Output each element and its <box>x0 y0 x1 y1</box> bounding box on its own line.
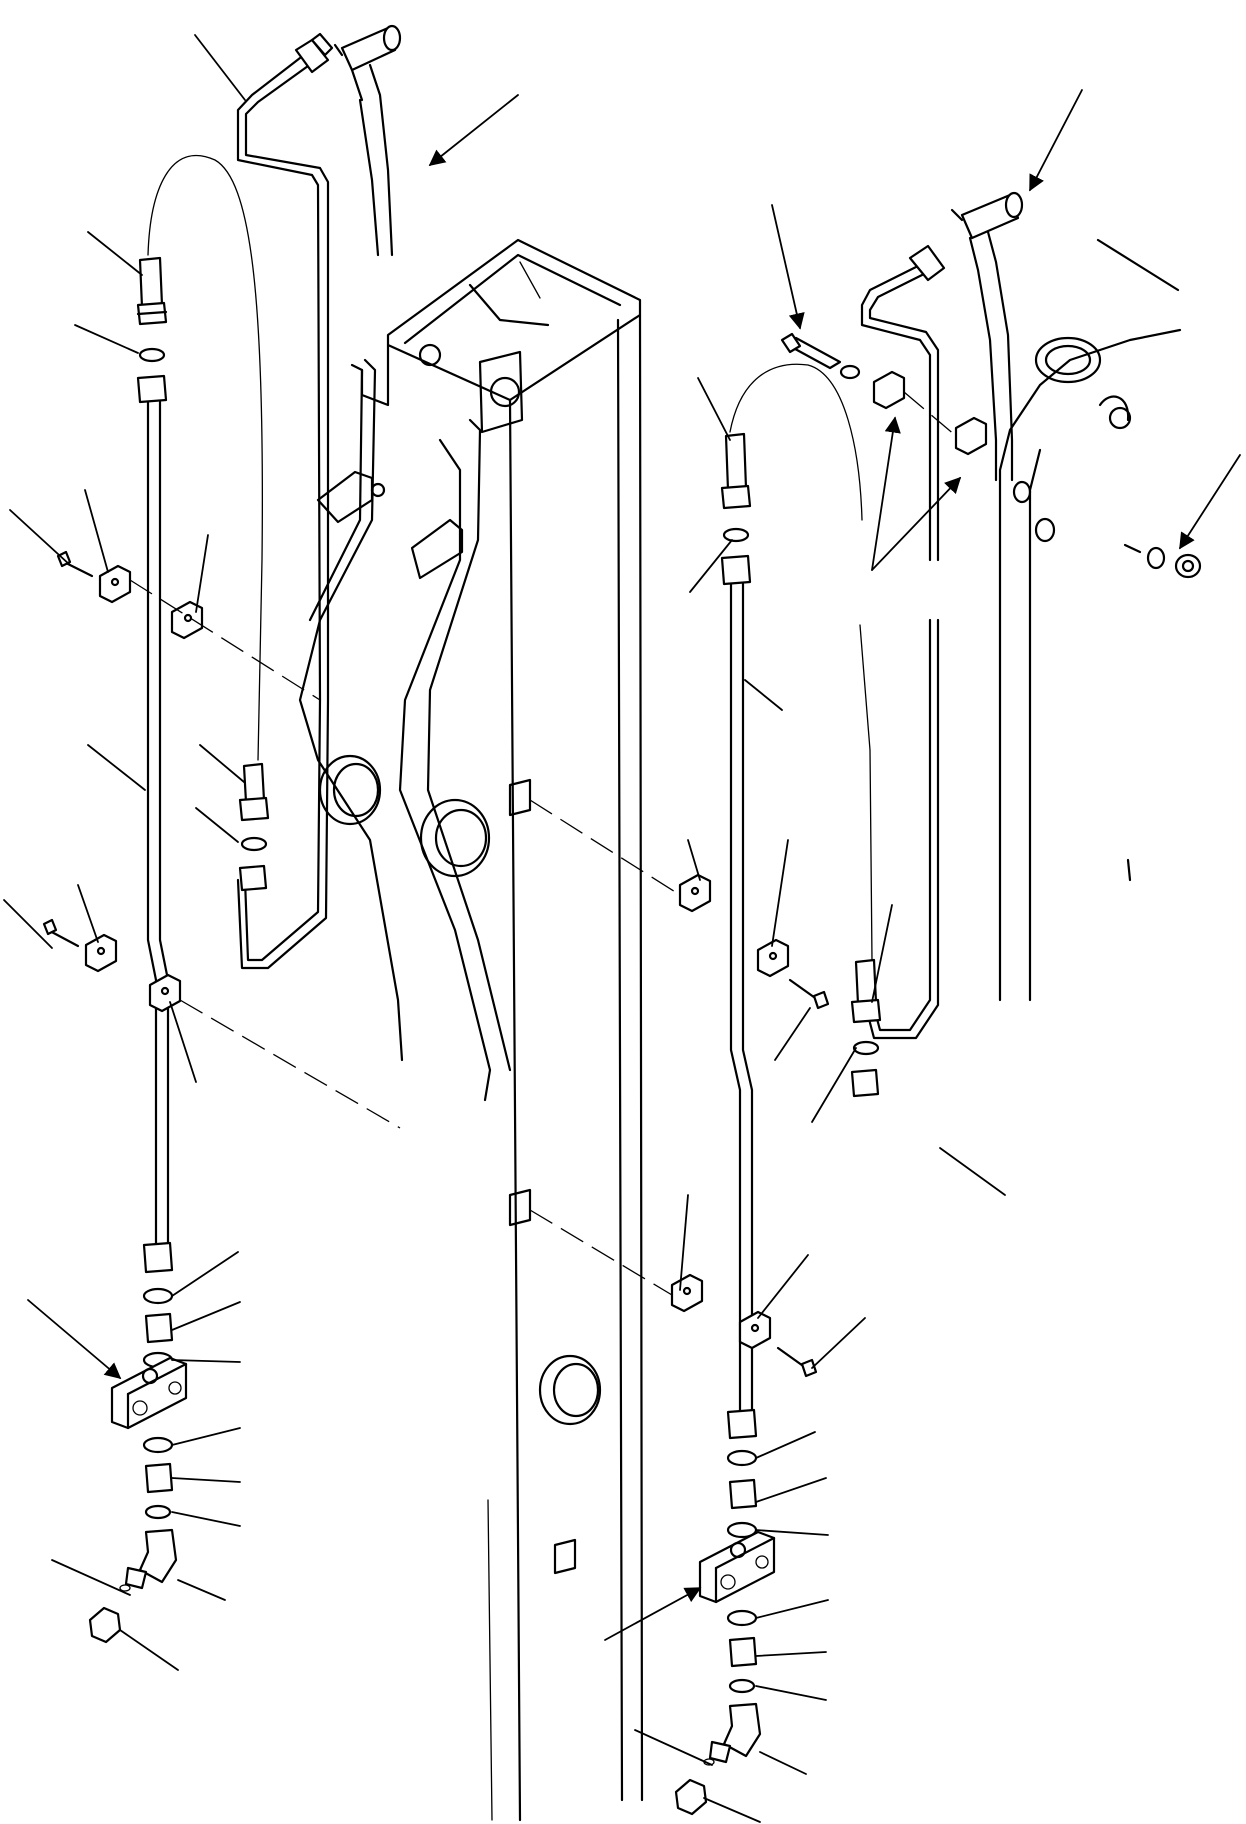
right-boom-structure <box>998 238 1182 1002</box>
left-main-tube <box>146 400 170 1247</box>
clamp-dash-line-2 <box>179 999 401 1129</box>
right-side-nut <box>1123 543 1202 579</box>
left-bottom-fittings <box>88 1241 188 1644</box>
right-top-hose-end <box>720 432 752 586</box>
top-tee-fitting-right <box>950 191 1024 482</box>
boom-arm <box>298 238 644 1822</box>
top-tee-fitting-left <box>333 24 402 257</box>
clamp-dash-line-3 <box>529 799 681 896</box>
right-bottom-fittings <box>674 1408 776 1816</box>
left-mid-hose-end <box>238 762 270 892</box>
left-flex-hose <box>147 154 264 761</box>
right-main-tube <box>729 582 754 1414</box>
right-flex-hose <box>729 363 863 521</box>
left-clamp-lower <box>42 918 182 1013</box>
left-clamp-upper <box>56 550 204 640</box>
clamp-dash-line-4 <box>529 1209 673 1296</box>
right-top-bolt-clamp <box>780 332 988 456</box>
right-upper-pipe <box>860 244 946 1040</box>
left-top-hose-end <box>136 256 168 404</box>
right-flex-hose-lower <box>859 624 873 961</box>
clamp-dash-line-1 <box>129 579 321 701</box>
right-clamp-middle <box>678 873 830 1010</box>
left-upper-pipe <box>236 32 334 970</box>
leader-lines <box>3 34 1241 1823</box>
right-clamp-lower <box>670 1273 818 1378</box>
right-mid-hose-end <box>850 958 882 1098</box>
